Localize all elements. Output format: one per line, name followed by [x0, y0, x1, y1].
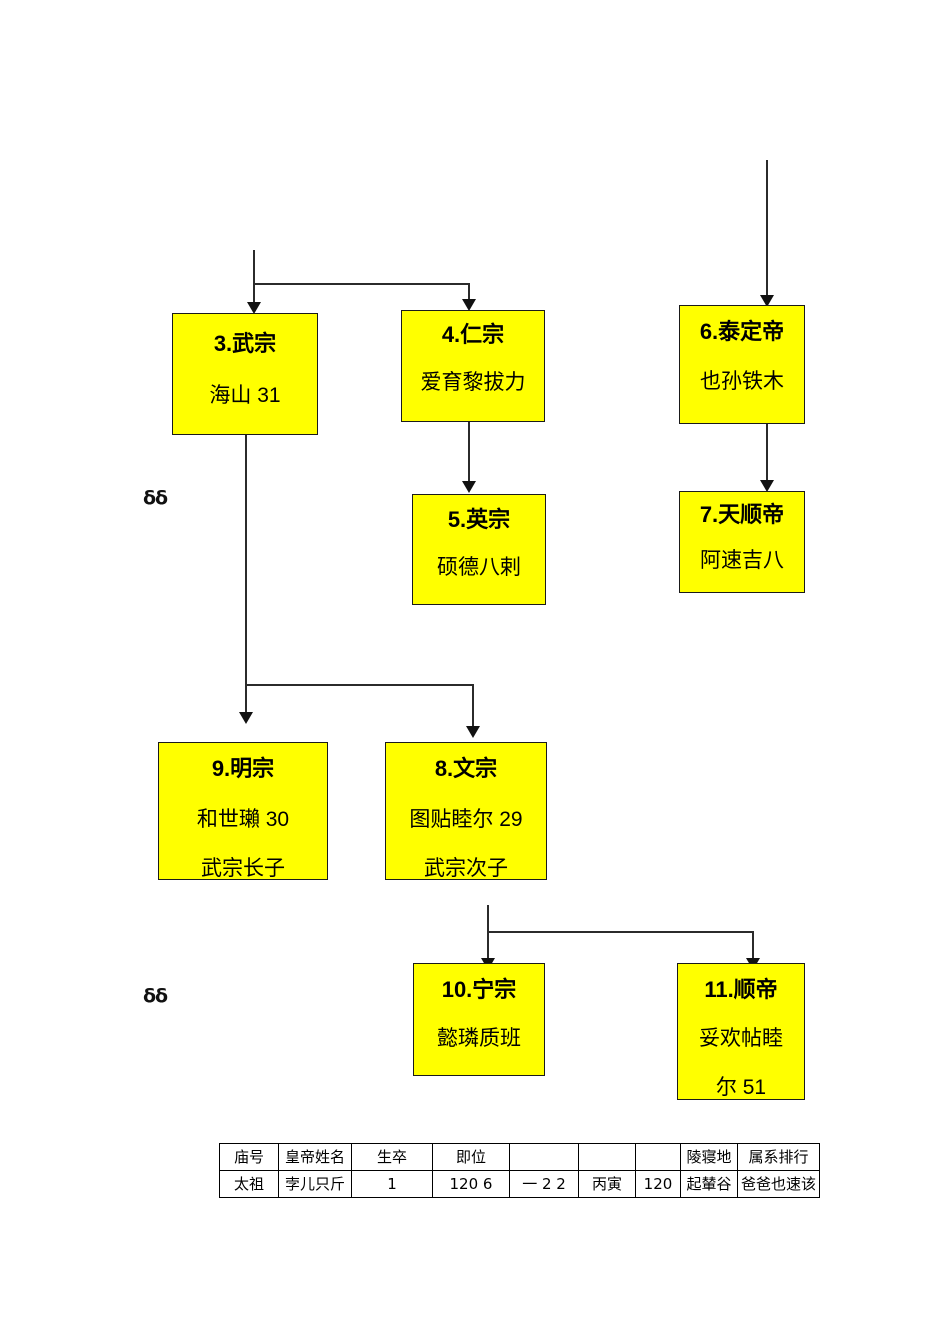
table-cell-emperor-name: 孛儿只斤	[278, 1170, 352, 1198]
node-8-subtitle2: 武宗次子	[424, 857, 508, 880]
connector-node8-trunk	[487, 905, 489, 950]
marker-glyph-lower: δδ	[143, 985, 168, 1007]
node-4-renzong[interactable]: 4.仁宗 爱育黎拔力	[401, 310, 545, 422]
table-header-cell	[635, 1143, 681, 1171]
node-3-subtitle: 海山 31	[209, 384, 281, 408]
table-row: 太祖 孛儿只斤 1 120 6 一 2 2 丙寅 120 起輦谷 爸爸也速该	[219, 1170, 821, 1198]
connector-node3-trunk	[245, 434, 247, 686]
node-7-subtitle: 阿速吉八	[700, 549, 784, 573]
node-11-subtitle: 妥欢帖睦	[699, 1027, 783, 1051]
connector-to-node-11	[752, 931, 754, 963]
connector-to-node-6	[766, 160, 768, 300]
connector-node8-branch	[487, 931, 754, 933]
node-7-title: 7.天顺帝	[699, 502, 785, 527]
node-9-subtitle: 和世瓎 30	[196, 808, 290, 832]
table-cell-tomb-site: 起輦谷	[680, 1170, 738, 1198]
arrowhead-to-node-3	[247, 302, 261, 314]
node-8-wenzong[interactable]: 8.文宗 图贴睦尔 29 武宗次子	[385, 742, 547, 880]
node-11-shundi[interactable]: 11.顺帝 妥欢帖睦 尔 51	[677, 963, 805, 1100]
table-cell-lineage-rank: 爸爸也速该	[736, 1170, 821, 1198]
node-6-subtitle: 也孙铁木	[700, 370, 784, 394]
table-cell-extra-2: 丙寅	[578, 1170, 636, 1198]
table-header-cell	[509, 1143, 579, 1171]
table-cell-birth-death: 1	[351, 1170, 433, 1198]
table-header-row: 庙号 皇帝姓名 生卒 即位 陵寝地 属系排行	[219, 1143, 821, 1171]
table-header-cell: 陵寝地	[680, 1143, 738, 1171]
marker-glyph-upper: δδ	[143, 487, 168, 509]
arrowhead-to-node-9	[239, 712, 253, 724]
node-4-subtitle: 爱育黎拔力	[420, 371, 526, 395]
node-7-tianshundi[interactable]: 7.天顺帝 阿速吉八	[679, 491, 805, 593]
node-8-title: 8.文宗	[434, 756, 498, 781]
node-3-wuzong[interactable]: 3.武宗 海山 31	[172, 313, 318, 435]
node-5-subtitle: 硕德八剌	[437, 556, 521, 580]
connector-to-node-3	[253, 283, 255, 305]
connector-to-node-10	[487, 931, 489, 963]
connector-to-node-9	[245, 684, 247, 717]
node-10-title: 10.宁宗	[441, 977, 517, 1002]
node-8-subtitle: 图贴睦尔 29	[409, 808, 523, 832]
node-6-title: 6.泰定帝	[699, 319, 785, 344]
arrowhead-to-node-5	[462, 481, 476, 493]
table-cell-accession: 120 6	[432, 1170, 510, 1198]
table-cell-temple-name: 太祖	[219, 1170, 279, 1198]
legend-table: 庙号 皇帝姓名 生卒 即位 陵寝地 属系排行 太祖 孛儿只斤 1 120 6 一…	[219, 1143, 821, 1198]
connector-top-branch	[253, 283, 469, 285]
arrowhead-to-node-7	[760, 480, 774, 492]
table-header-cell: 皇帝姓名	[278, 1143, 352, 1171]
table-header-cell: 属系排行	[736, 1143, 821, 1171]
node-3-title: 3.武宗	[213, 331, 277, 356]
table-header-cell	[578, 1143, 636, 1171]
connector-node6-to-node7	[766, 424, 768, 482]
node-5-title: 5.英宗	[447, 507, 511, 532]
node-6-taidingdi[interactable]: 6.泰定帝 也孙铁木	[679, 305, 805, 424]
connector-to-node-4	[468, 283, 470, 303]
connector-node4-to-node5	[468, 422, 470, 482]
node-9-title: 9.明宗	[211, 756, 275, 781]
node-4-title: 4.仁宗	[441, 322, 505, 347]
connector-node3-branch	[245, 684, 474, 686]
arrowhead-to-node-6	[760, 295, 774, 307]
node-11-subtitle2: 尔 51	[715, 1076, 767, 1100]
table-header-cell: 即位	[432, 1143, 510, 1171]
table-header-cell: 庙号	[219, 1143, 279, 1171]
node-10-ningzong[interactable]: 10.宁宗 懿璘质班	[413, 963, 545, 1076]
node-5-yingzong[interactable]: 5.英宗 硕德八剌	[412, 494, 546, 605]
table-cell-extra-3: 120	[635, 1170, 681, 1198]
connector-top-trunk	[253, 250, 255, 285]
arrowhead-to-node-4	[462, 299, 476, 311]
node-11-title: 11.顺帝	[704, 977, 778, 1002]
node-9-subtitle2: 武宗长子	[201, 857, 285, 880]
table-cell-extra-1: 一 2 2	[509, 1170, 579, 1198]
table-header-cell: 生卒	[351, 1143, 433, 1171]
connector-to-node-8	[472, 684, 474, 730]
node-9-mingzong[interactable]: 9.明宗 和世瓎 30 武宗长子	[158, 742, 328, 880]
arrowhead-to-node-8	[466, 726, 480, 738]
node-10-subtitle: 懿璘质班	[437, 1027, 521, 1051]
